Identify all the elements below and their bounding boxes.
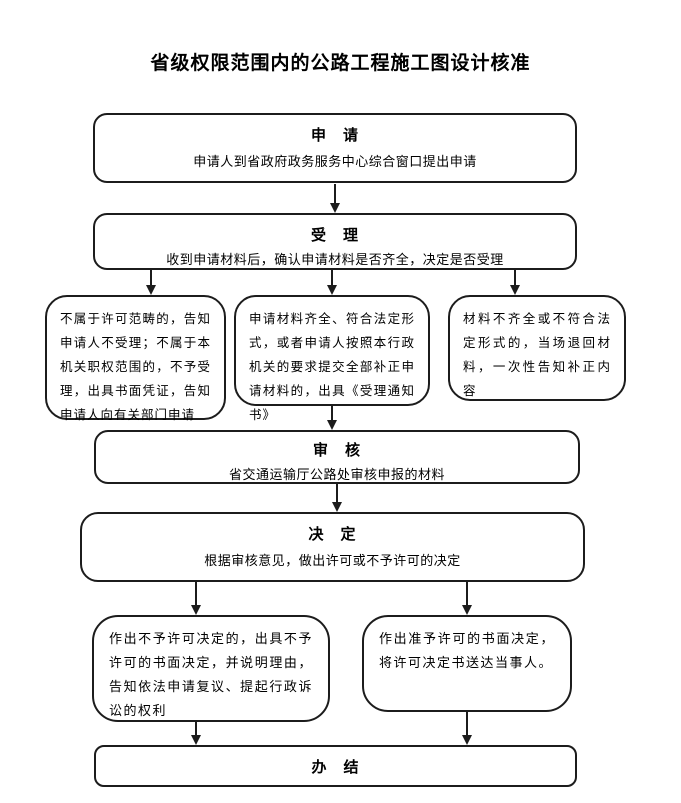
- arrow-head-icon: [326, 420, 337, 430]
- arrow-shaft: [336, 484, 338, 506]
- node-deny-decision: 作出不予许可决定的，出具不予许可的书面决定，并说明理由，告知依法申请复议、提起行…: [92, 615, 330, 722]
- flow-arrow-branch-review: [326, 406, 338, 430]
- flow-arrow-apply-accept: [329, 184, 341, 213]
- node-complete-heading: 办 结: [311, 758, 360, 776]
- flow-arrow-grant-complete: [461, 712, 473, 745]
- arrow-head-icon: [190, 605, 201, 615]
- flow-arrow-accept-left: [145, 270, 157, 295]
- node-apply-heading: 申 请: [310, 127, 359, 144]
- arrow-head-icon: [329, 203, 340, 213]
- page-title: 省级权限范围内的公路工程施工图设计核准: [150, 53, 531, 74]
- arrow-shaft: [466, 712, 468, 739]
- arrow-shaft: [334, 184, 336, 207]
- node-branch-returned-body: 材料不齐全或不符合法定形式的，当场退回材料，一次性告知补正内容: [463, 312, 611, 398]
- arrow-shaft: [195, 582, 197, 609]
- arrow-head-icon: [326, 285, 337, 295]
- arrow-shaft: [514, 270, 516, 289]
- flow-arrow-accept-middle: [326, 270, 338, 295]
- flow-arrow-decide-grant: [461, 582, 473, 615]
- node-branch-not-accepted-body: 不属于许可范畴的，告知申请人不受理；不属于本机关职权范围的，不予受理，出具书面凭…: [60, 312, 211, 422]
- node-branch-accepted-body: 申请材料齐全、符合法定形式，或者申请人按照本行政机关的要求提交全部补正申请材料的…: [249, 312, 415, 422]
- flow-arrow-decide-deny: [190, 582, 202, 615]
- node-decide-body: 根据审核意见，做出许可或不予许可的决定: [204, 553, 461, 568]
- node-deny-decision-body: 作出不予许可决定的，出具不予许可的书面决定，并说明理由，告知依法申请复议、提起行…: [109, 631, 313, 718]
- arrow-head-icon: [145, 285, 156, 295]
- arrow-shaft: [150, 270, 152, 289]
- node-accept-body: 收到申请材料后，确认申请材料是否齐全，决定是否受理: [166, 252, 504, 267]
- node-decide: 决 定 根据审核意见，做出许可或不予许可的决定: [80, 512, 585, 582]
- arrow-head-icon: [190, 735, 201, 745]
- arrow-head-icon: [509, 285, 520, 295]
- node-apply: 申 请 申请人到省政府政务服务中心综合窗口提出申请: [93, 113, 577, 183]
- node-complete: 办 结: [94, 745, 577, 787]
- arrow-shaft: [331, 406, 333, 424]
- node-review-body: 省交通运输厅公路处审核申报的材料: [228, 467, 445, 482]
- arrow-head-icon: [461, 605, 472, 615]
- arrow-shaft: [195, 722, 197, 739]
- node-review-heading: 审 核: [312, 442, 361, 459]
- node-review: 审 核 省交通运输厅公路处审核申报的材料: [94, 430, 580, 484]
- node-grant-decision: 作出准予许可的书面决定，将许可决定书送达当事人。: [362, 615, 572, 712]
- arrow-shaft: [331, 270, 333, 289]
- flow-arrow-review-decide: [331, 484, 343, 512]
- node-decide-heading: 决 定: [308, 526, 357, 543]
- node-accept: 受 理 收到申请材料后，确认申请材料是否齐全，决定是否受理: [93, 213, 577, 270]
- node-apply-body: 申请人到省政府政务服务中心综合窗口提出申请: [193, 154, 477, 169]
- arrow-head-icon: [461, 735, 472, 745]
- arrow-shaft: [466, 582, 468, 609]
- node-branch-accepted: 申请材料齐全、符合法定形式，或者申请人按照本行政机关的要求提交全部补正申请材料的…: [234, 295, 430, 422]
- node-grant-decision-body: 作出准予许可的书面决定，将许可决定书送达当事人。: [379, 631, 555, 670]
- node-branch-not-accepted: 不属于许可范畴的，告知申请人不受理；不属于本机关职权范围的，不予受理，出具书面凭…: [45, 295, 226, 422]
- arrow-head-icon: [331, 502, 342, 512]
- flow-arrow-deny-complete: [190, 722, 202, 745]
- node-branch-returned: 材料不齐全或不符合法定形式的，当场退回材料，一次性告知补正内容: [448, 295, 626, 401]
- node-accept-heading: 受 理: [310, 227, 359, 244]
- flow-arrow-accept-right: [509, 270, 521, 295]
